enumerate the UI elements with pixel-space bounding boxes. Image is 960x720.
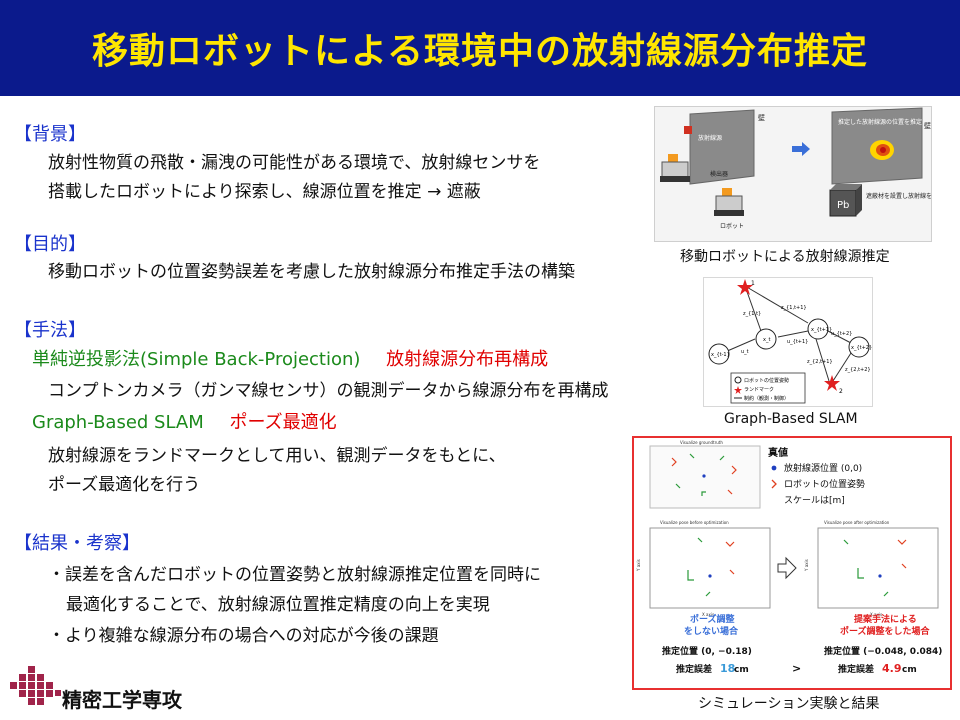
logo-text: 精密工学専攻	[62, 688, 182, 712]
fig2-legend-landmark: ランドマーク	[744, 387, 774, 393]
landmark-1-icon	[737, 279, 753, 295]
department-logo-icon	[10, 666, 61, 705]
sbp-name: 単純逆投影法(Simple Back-Projection)	[32, 349, 361, 370]
landmark-2-icon	[824, 375, 840, 391]
background-line2: 搭載したロボットにより探索し、線源位置を推定 → 遮蔽	[48, 182, 481, 202]
legend-scale: スケールは[m]	[784, 495, 845, 506]
node-xt-1: x_{t-1}	[711, 352, 730, 358]
plot-right-xlabel: X axis	[870, 612, 882, 617]
fig1-source-label: 放射線源	[698, 134, 722, 142]
sbp-desc: コンプトンカメラ（ガンマ線センサ）の観測データから線源分布を再構成	[48, 381, 609, 401]
proposed-line2: ポーズ調整をした場合	[840, 625, 931, 637]
legend-pose-icon	[771, 479, 777, 489]
fig2-legend-pose: ロボットの位置姿勢	[744, 377, 789, 384]
no-adjust-line2: をしない場合	[684, 625, 739, 637]
slam-name: Graph-Based SLAM	[32, 412, 204, 433]
node-xt+1: x_{t+1}	[811, 327, 832, 333]
slam-desc2: ポーズ最適化を行う	[48, 475, 201, 495]
err-right-label: 推定誤差	[838, 663, 874, 675]
node-xt: x_t	[763, 337, 770, 343]
err-right-unit: cm	[902, 665, 917, 675]
legend-source-dot-icon	[771, 465, 777, 471]
method-heading: 【手法】	[14, 320, 86, 341]
plot-right-title: Visualize pose after optimization	[824, 520, 890, 525]
plot-top-title: Visualize groundtruth	[680, 440, 723, 445]
err-compare: >	[792, 662, 801, 675]
fig2-legend-constraint: 制約（観測・制御）	[744, 395, 789, 402]
err-left-unit: cm	[734, 665, 749, 675]
node-xt+2: x_{t+2}	[851, 345, 872, 351]
figure-simulation-results: Visualize groundtruth 真値 放射線源位置 (0,0) ロボ…	[632, 436, 952, 690]
comparison-arrow-icon	[777, 556, 797, 580]
landmark-1-label: 1	[751, 280, 755, 287]
edge-ut+2: u_{t+2}	[831, 331, 852, 337]
title-bar: 移動ロボットによる環境中の放射線源分布推定	[0, 0, 960, 96]
fig1-detector-label: 検出器	[710, 170, 728, 178]
fig1-estimated-label: 推定した放射線源の位置を推定	[838, 118, 922, 126]
plot-left-title: Visualize pose before optimization	[660, 520, 729, 525]
fig3-caption: シミュレーション実験と結果	[698, 696, 880, 712]
plot-left-xlabel: X axis	[702, 612, 714, 617]
page-title: 移動ロボットによる環境中の放射線源分布推定	[92, 31, 868, 72]
fig2-caption: Graph-Based SLAM	[724, 411, 858, 427]
edge-z2t+1: z_{2,t+1}	[807, 359, 833, 365]
results-heading: 【結果・考察】	[14, 533, 140, 554]
results-line2: 最適化することで、放射線源位置推定精度の向上を実現	[66, 595, 490, 615]
background-line1: 放射性物質の飛散・漏洩の可能性がある環境で、放射線センサを	[48, 153, 541, 173]
err-left-label: 推定誤差	[676, 663, 712, 675]
slam-desc1: 放射線源をランドマークとして用い、観測データをもとに、	[48, 446, 506, 466]
sbp-role: 放射線源分布再構成	[386, 349, 549, 370]
fig1-wall-left: 壁	[758, 113, 765, 122]
slam-role: ポーズ最適化	[229, 412, 337, 433]
err-left-value: 18	[720, 662, 735, 675]
results-line3: ・より複雑な線源分布の場合への対応が今後の課題	[48, 626, 439, 646]
edge-ut: u_t	[741, 349, 749, 355]
est-right: 推定位置 (−0.048, 0.084)	[824, 645, 942, 657]
landmark-2-label: 2	[839, 388, 843, 395]
err-right-value: 4.9	[882, 662, 902, 675]
legend-star-icon	[734, 386, 742, 394]
edge-ut+1: u_{t+1}	[787, 339, 808, 345]
purpose-heading: 【目的】	[14, 234, 86, 255]
sbp-line: 単純逆投影法(Simple Back-Projection) 放射線源分布再構成	[32, 345, 548, 371]
legend-pose: ロボットの位置姿勢	[784, 478, 865, 490]
plot-left-ylabel: Y axis	[636, 559, 641, 572]
fig1-caption: 移動ロボットによる放射線源推定	[680, 249, 890, 265]
proposed-line1: 提案手法による	[854, 613, 917, 625]
fig1-robot-label: ロボット	[720, 222, 744, 230]
edge-z2t+2: z_{2,t+2}	[845, 367, 871, 373]
figure-robot-estimation: 壁 放射線源 検出器 ロボット 壁 推定した放射線源の位置を推定 Pb 遮蔽材を…	[654, 106, 932, 242]
truth-title: 真値	[768, 446, 788, 459]
results-line1: ・誤差を含んだロボットの位置姿勢と放射線源推定位置を同時に	[48, 565, 541, 585]
edge-z1t+1: z_{1,t+1}	[781, 305, 807, 311]
fig1-pb-label: Pb	[837, 200, 849, 211]
no-adjust-line1: ポーズ調整	[690, 613, 735, 625]
slam-line: Graph-Based SLAM ポーズ最適化	[32, 408, 337, 434]
est-left: 推定位置 (0, −0.18)	[662, 645, 752, 657]
figure-graph-slam: 1 2 x_{t-1} x_t x_{t+1} x_{t+2} u_t u_{t…	[703, 277, 873, 407]
legend-source: 放射線源位置 (0,0)	[784, 462, 862, 474]
edge-z1t: z_{1,t}	[743, 311, 761, 317]
background-heading: 【背景】	[14, 124, 86, 145]
fig1-wall-right: 壁	[924, 121, 931, 130]
fig1-shield-note: 遮蔽材を設置し放射線を遮蔽	[866, 192, 932, 200]
purpose-line1: 移動ロボットの位置姿勢誤差を考慮した放射線源分布推定手法の構築	[48, 262, 575, 282]
plot-right-ylabel: Y axis	[804, 559, 809, 572]
